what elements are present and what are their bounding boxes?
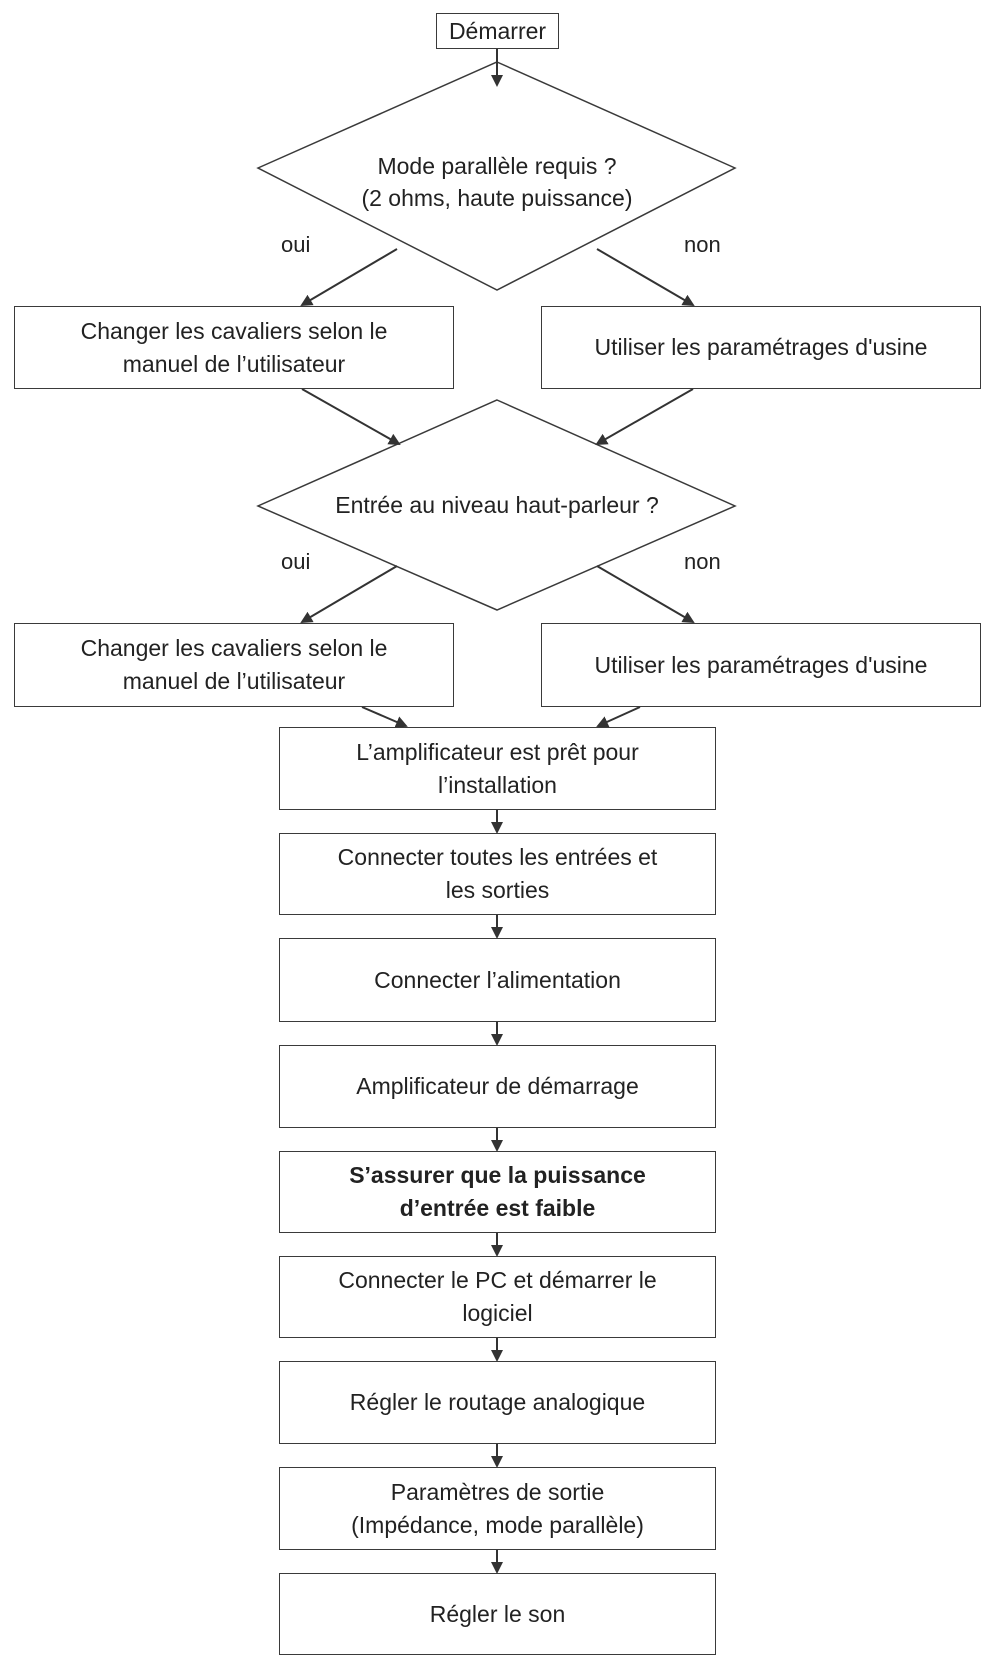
decision-2-no-label: non [684,549,721,574]
step-ready-for-install: L’amplificateur est prêt pour l’installa… [279,727,716,810]
arrow-d1yesbox-to-d2 [301,388,401,445]
decision-1-diamond [256,61,737,291]
arrow-d1-yes [300,248,398,307]
step-adjust-sound: Régler le son [279,1573,716,1655]
arrow-d1nobox-to-d2 [595,388,694,445]
step-start-amplifier: Amplificateur de démarrage [279,1045,716,1128]
arrow-d1-no [596,248,695,307]
d1-factory-settings-box: Utiliser les paramétrages d'usine [541,306,981,389]
arrow-d2-no [596,565,695,624]
step-output-params: Paramètres de sortie (Impédance, mode pa… [279,1467,716,1550]
decision-1-no-label: non [684,232,721,257]
decision-1-yes-label: oui [281,232,311,257]
d1-change-jumpers-box: Changer les cavaliers selon le manuel de… [14,306,454,389]
decision-2-yes-label: oui [281,549,311,574]
step-connect-power: Connecter l’alimentation [279,938,716,1022]
decision-1-text: Mode parallèle requis ? (2 ohms, haute p… [361,153,633,211]
d2-factory-settings-box: Utiliser les paramétrages d'usine [541,623,981,707]
step-ensure-low-input: S’assurer que la puissance d’entrée est … [279,1151,716,1233]
step-analog-routing: Régler le routage analogique [279,1361,716,1444]
step-connect-pc: Connecter le PC et démarrer le logiciel [279,1256,716,1338]
start-box: Démarrer [436,13,559,49]
arrow-d2yesbox-to-step1 [361,706,408,728]
arrow-d2nobox-to-step1 [596,706,641,728]
decision-2-text: Entrée au niveau haut-parleur ? [335,492,659,518]
decision-2-diamond [256,399,737,611]
arrow-d2-yes [300,565,398,624]
d2-change-jumpers-box: Changer les cavaliers selon le manuel de… [14,623,454,707]
step-connect-inputs-outputs: Connecter toutes les entrées et les sort… [279,833,716,915]
